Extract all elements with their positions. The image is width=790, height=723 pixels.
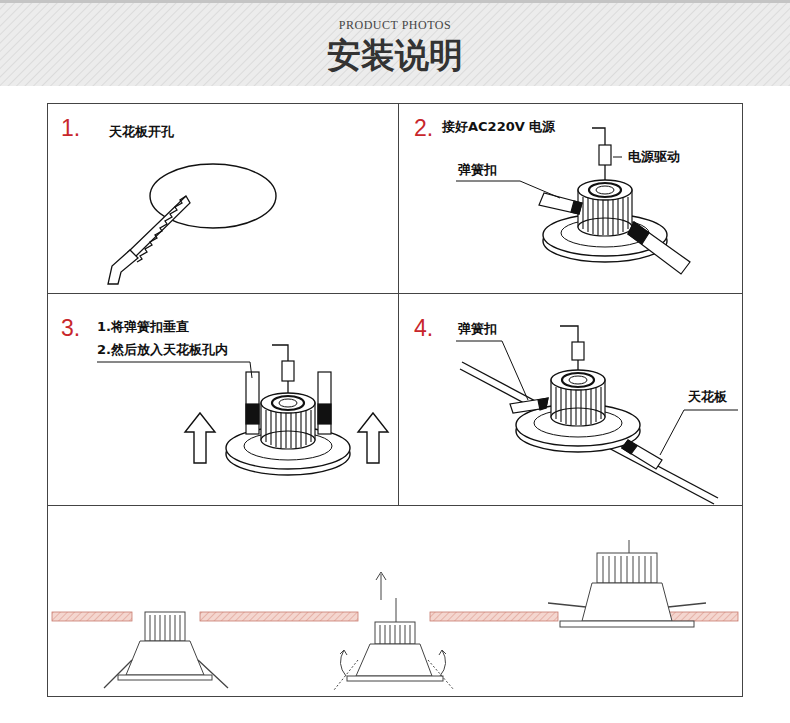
driver-box	[282, 361, 294, 381]
panel-frame	[398, 104, 399, 506]
panel-frame	[48, 104, 743, 697]
page-title: 安装说明	[327, 33, 463, 79]
callout-label: 天花板	[686, 389, 729, 405]
header-subtitle: PRODUCT PHOTOS	[339, 18, 451, 33]
driver-box	[572, 342, 584, 360]
spring-clip	[538, 398, 548, 410]
downlight-side	[603, 556, 651, 583]
up-arrow	[185, 413, 388, 463]
leader-line	[97, 362, 252, 378]
downlight-side	[340, 650, 347, 676]
callout-label: 弹簧扣	[456, 162, 499, 178]
leader-line	[456, 341, 738, 455]
saw-symbol	[137, 196, 186, 262]
step-number: 2.	[414, 115, 433, 143]
leader-line	[660, 410, 738, 455]
up-arrow	[358, 413, 388, 463]
callout-label: 弹簧扣	[456, 321, 499, 337]
downlight-symbol	[516, 370, 640, 452]
step-text: 天花板开孔	[109, 124, 174, 140]
ceiling-section	[200, 612, 358, 621]
spring-clip	[246, 372, 259, 434]
step-text: 1.将弹簧扣垂直	[97, 319, 189, 335]
step-number: 1.	[61, 115, 80, 143]
downlight-side	[104, 660, 228, 688]
leader-line	[613, 157, 622, 158]
downlight-side	[548, 603, 706, 607]
downlight-side	[582, 583, 672, 621]
spring-clip	[510, 398, 662, 469]
downlight-side	[560, 621, 694, 627]
downlight-side	[145, 612, 185, 641]
downlight-side	[347, 676, 443, 681]
spring-clip	[246, 404, 259, 424]
downlight-side	[334, 660, 454, 690]
spring-clip	[510, 398, 548, 413]
downlight-side	[126, 641, 204, 675]
header-band	[0, 0, 790, 3]
saw-symbol	[108, 250, 138, 284]
step-panel: 3. 1.将弹簧扣垂直 2.然后放入天花板孔内	[47, 293, 398, 505]
leader-line	[97, 362, 252, 378]
step-panel: 1. 天花板开孔	[47, 103, 398, 293]
spring-clip	[622, 440, 637, 454]
spring-clip	[539, 193, 582, 214]
downlight-side	[376, 572, 386, 600]
saw-symbol	[128, 196, 190, 258]
downlight-side	[396, 598, 397, 622]
driver-box	[599, 145, 611, 165]
spring-clip	[628, 222, 649, 244]
spring-clip	[622, 440, 662, 469]
driver-box	[572, 342, 584, 360]
spring-clip	[539, 193, 690, 274]
downlight-side	[375, 622, 415, 644]
spring-clip	[571, 201, 582, 214]
downlight-side	[104, 612, 228, 688]
downlight-side	[597, 553, 657, 583]
panel-frame	[48, 104, 743, 697]
downlight-side	[548, 540, 706, 627]
downlight-side	[439, 650, 446, 676]
step-text: 2.然后放入天花板孔内	[97, 342, 228, 358]
leader-line	[456, 157, 622, 198]
driver-box	[599, 145, 611, 165]
downlight-side	[356, 644, 432, 676]
panel-frame	[48, 505, 743, 506]
ceiling-board	[460, 362, 718, 504]
step-number: 3.	[61, 315, 80, 343]
downlight-side	[380, 625, 410, 644]
leader-line	[456, 341, 528, 400]
step-text: 接好AC220V 电源	[442, 119, 555, 135]
downlight-symbol	[516, 370, 640, 452]
up-arrow	[185, 413, 215, 463]
ceiling-section	[430, 612, 558, 621]
driver-box	[282, 361, 294, 381]
header-band	[0, 0, 790, 86]
ceiling-board	[460, 369, 714, 504]
spring-clip	[318, 372, 331, 434]
ceiling-board	[462, 362, 718, 498]
downlight-side	[150, 615, 180, 641]
downlight-side	[334, 572, 454, 690]
downlight-side	[118, 675, 212, 680]
step-number: 4.	[414, 315, 433, 343]
header-band	[0, 0, 790, 86]
spring-clip	[246, 372, 331, 434]
spring-clip	[628, 222, 690, 274]
leader-line	[456, 181, 560, 198]
step-panel: 2. 接好AC220V 电源	[398, 103, 743, 293]
callout-label: 电源驱动	[626, 149, 682, 165]
spring-clip	[318, 404, 331, 424]
ceiling-section	[52, 612, 132, 621]
panel-frame	[48, 293, 743, 294]
saw-symbol	[108, 196, 190, 284]
downlight-side	[629, 540, 630, 553]
